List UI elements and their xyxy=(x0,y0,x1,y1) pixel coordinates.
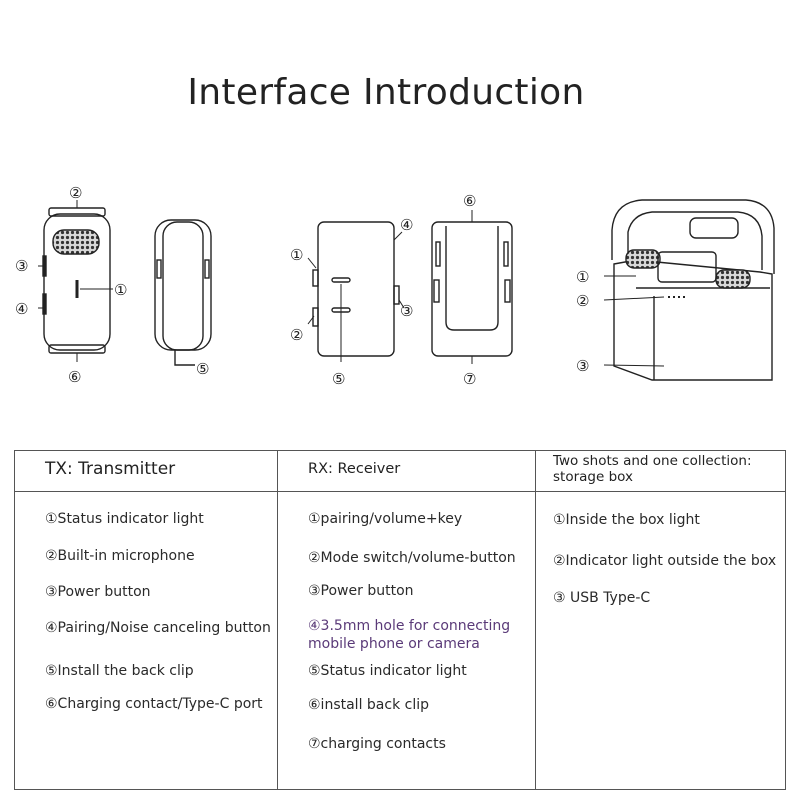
tx-item-1: ①Status indicator light xyxy=(45,511,204,527)
tx-item-2: ②Built-in microphone xyxy=(45,548,195,564)
rx-front-callout-3: ③ xyxy=(400,302,413,320)
rx-item-3: ③Power button xyxy=(308,583,414,599)
tx-front-callout-4: ④ xyxy=(15,300,28,318)
box-item-2: ②Indicator light outside the box xyxy=(553,553,777,569)
rx-item-2: ②Mode switch/volume-button xyxy=(308,550,516,566)
receiver-header: RX: Receiver xyxy=(308,461,401,477)
page-title: Interface Introduction xyxy=(187,72,585,113)
tx-item-4: ④Pairing/Noise canceling button xyxy=(45,620,271,636)
storage-box xyxy=(603,199,775,381)
tx-front-callout-1: ① xyxy=(114,281,127,299)
rx-item-4: ④3.5mm hole for connecting mobile phone … xyxy=(308,618,511,652)
rx-front-callout-5: ⑤ xyxy=(332,370,345,388)
tx-item-6: ⑥Charging contact/Type-C port xyxy=(45,696,263,712)
box-callout-1: ① xyxy=(576,268,589,286)
rx-front-callout-4: ④ xyxy=(400,216,413,234)
receiver-front xyxy=(307,221,405,362)
tx-front-callout-2: ② xyxy=(69,184,82,202)
rx-back-callout-6: ⑥ xyxy=(463,192,476,210)
transmitter-front xyxy=(38,200,113,362)
box-item-3: ③ USB Type-C xyxy=(553,590,651,606)
rx-item-5: ⑤Status indicator light xyxy=(308,663,467,679)
tx-side-callout-5: ⑤ xyxy=(196,360,209,378)
box-item-1: ①Inside the box light xyxy=(553,512,700,528)
tx-item-5: ⑤Install the back clip xyxy=(45,663,194,679)
tx-front-callout-6: ⑥ xyxy=(68,368,81,386)
receiver-column: RX: Receiver ①pairing/volume+key ②Mode s… xyxy=(277,451,535,789)
storage-box-column: Two shots and one collection: storage bo… xyxy=(535,451,785,789)
spec-table: TX: Transmitter ①Status indicator light … xyxy=(14,450,786,790)
transmitter-side xyxy=(154,219,212,366)
tx-item-3: ③Power button xyxy=(45,584,151,600)
rx-back-callout-7: ⑦ xyxy=(463,370,476,388)
box-callout-3: ③ xyxy=(576,357,589,375)
box-callout-2: ② xyxy=(576,292,589,310)
receiver-back xyxy=(431,210,513,364)
rx-item-6: ⑥install back clip xyxy=(308,697,429,713)
device-diagram: ② ③ ④ ① ⑥ ⑤ ① ② ③ ④ ⑤ ⑥ ⑦ ① ② ③ xyxy=(15,184,775,388)
rx-front-callout-1: ① xyxy=(290,246,303,264)
tx-front-callout-3: ③ xyxy=(15,257,28,275)
rx-front-callout-2: ② xyxy=(290,326,303,344)
rx-item-1: ①pairing/volume+key xyxy=(308,511,463,527)
transmitter-header: TX: Transmitter xyxy=(45,459,176,479)
transmitter-column: TX: Transmitter ①Status indicator light … xyxy=(15,451,277,789)
rx-item-7: ⑦charging contacts xyxy=(308,736,446,752)
storage-box-header: Two shots and one collection: storage bo… xyxy=(553,453,752,485)
